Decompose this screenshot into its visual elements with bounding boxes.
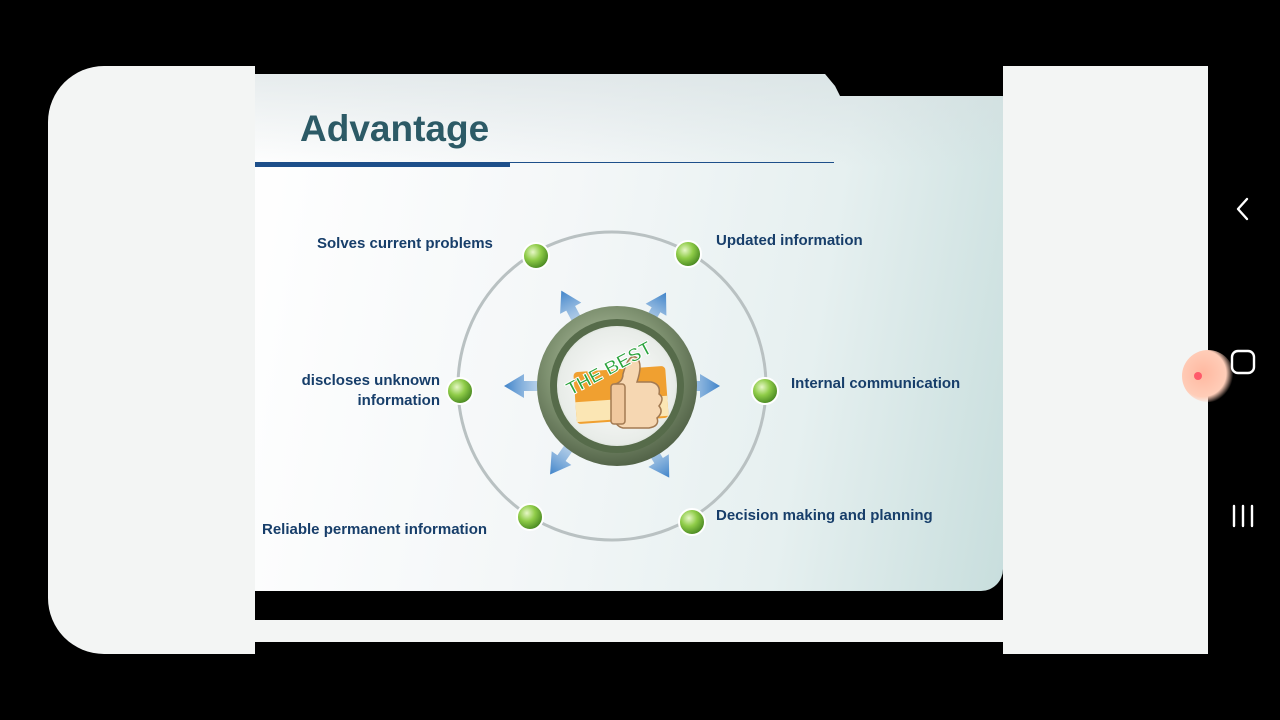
node-discloses-unknown [446,377,474,405]
label-internal-communication: Internal communication [791,375,961,392]
node-decision-making [678,508,706,536]
floating-record-bubble[interactable] [1182,350,1234,402]
square-home-icon [1230,349,1256,375]
advantage-diagram: THE BEST [446,230,779,542]
the-best-badge: THE BEST [537,306,697,466]
title-underline-thick [255,162,510,167]
nav-back-button[interactable] [1222,188,1264,230]
nav-home-button[interactable] [1222,341,1264,383]
arrow-left [504,374,564,398]
video-bottom-strip [255,620,1003,642]
slide-title: Advantage [300,108,490,149]
thumbs-up-icon [610,356,663,429]
node-internal-communication [751,377,779,405]
label-discloses-unknown-information: discloses unknown information [301,372,440,409]
three-bars-recents-icon [1232,504,1254,528]
chevron-left-icon [1236,197,1249,221]
node-updated-information [674,240,702,268]
label-updated-information: Updated information [716,232,863,249]
phone-screen-right-margin [1003,66,1208,654]
title-underline-thin [510,162,834,163]
node-reliable-permanent [516,503,544,531]
video-frame[interactable]: Advantage [255,66,1003,654]
nav-recents-button[interactable] [1222,495,1264,537]
presentation-slide: Advantage [255,74,1003,591]
phone-screen-left-margin [48,66,278,654]
node-solves-current-problems [522,242,550,270]
label-reliable-permanent-information: Reliable permanent information [262,521,488,538]
label-solves-current-problems: Solves current problems [317,235,493,252]
label-decision-making-and-planning: Decision making and planning [716,507,933,524]
